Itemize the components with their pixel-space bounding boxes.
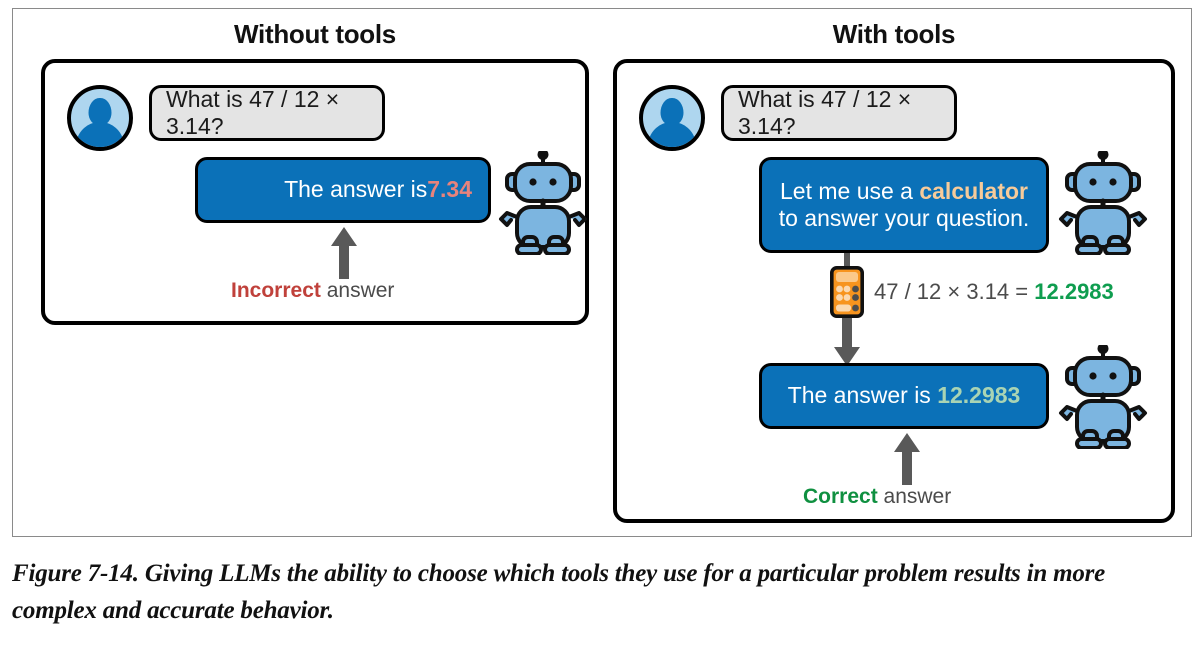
incorrect-emphasis: Incorrect xyxy=(231,279,321,302)
correct-rest: answer xyxy=(877,485,952,508)
robot-icon xyxy=(1057,343,1149,450)
avatar-head-shape xyxy=(660,98,684,125)
bot-tool-plan-bubble: Let me use a calculator to answer your q… xyxy=(759,157,1049,253)
avatar-head-shape xyxy=(88,98,112,125)
bot-final-value: 12.2983 xyxy=(937,382,1021,409)
panel-box-without-tools: What is 47 / 12 × 3.14? The answer is 7.… xyxy=(41,59,589,325)
arrow-up-icon xyxy=(892,433,922,485)
arrow-down-icon xyxy=(832,318,862,371)
avatar-body-shape xyxy=(76,122,124,147)
figure-frame: Without tools What is 47 / 12 × 3.14? Th… xyxy=(12,8,1192,537)
correct-answer-note: Correct answer xyxy=(803,485,951,509)
bot-plan-highlight: calculator xyxy=(919,177,1028,204)
robot-icon xyxy=(1057,149,1149,256)
bot-final-prefix: The answer is xyxy=(787,382,938,409)
user-message-bubble: What is 47 / 12 × 3.14? xyxy=(149,85,385,141)
tool-formula-text: 47 / 12 × 3.14 = 12.2983 xyxy=(874,279,1114,305)
user-message-bubble: What is 47 / 12 × 3.14? xyxy=(721,85,957,141)
bot-answer-text: The answer is xyxy=(284,176,428,203)
bot-answer-value: 7.34 xyxy=(427,176,472,203)
panel-title-without-tools: Without tools xyxy=(234,19,396,49)
bot-plan-line1-prefix: Let me use a xyxy=(779,177,920,204)
correct-emphasis: Correct xyxy=(803,485,878,508)
calculator-icon xyxy=(829,265,864,319)
arrow-up-icon xyxy=(329,227,359,279)
incorrect-answer-note: Incorrect answer xyxy=(231,279,394,303)
tool-expression: 47 / 12 × 3.14 = xyxy=(874,279,1035,304)
figure-caption: Figure 7-14. Giving LLMs the ability to … xyxy=(12,560,1106,624)
panel-title-with-tools: With tools xyxy=(832,19,956,49)
user-avatar-icon xyxy=(67,85,133,151)
bot-answer-bubble: The answer is 7.34 xyxy=(195,157,491,223)
panel-with-tools: With tools What is 47 / 12 × 3.14? Let m… xyxy=(613,19,1175,523)
tool-result: 12.2983 xyxy=(1034,279,1114,304)
robot-icon xyxy=(497,149,589,256)
incorrect-rest: answer xyxy=(320,279,395,302)
bot-plan-line2: to answer your question. xyxy=(778,205,1030,231)
tool-invocation-row: 47 / 12 × 3.14 = 12.2983 xyxy=(829,265,1114,319)
user-avatar-icon xyxy=(639,85,705,151)
avatar-body-shape xyxy=(648,122,696,147)
user-message-text: What is 47 / 12 × 3.14? xyxy=(166,85,340,139)
bot-final-answer-bubble: The answer is 12.2983 xyxy=(759,363,1049,429)
connector-line-top xyxy=(844,253,850,267)
panel-box-with-tools: What is 47 / 12 × 3.14? Let me use a cal… xyxy=(613,59,1175,523)
user-message-text: What is 47 / 12 × 3.14? xyxy=(738,85,912,139)
panel-without-tools: Without tools What is 47 / 12 × 3.14? Th… xyxy=(41,19,589,325)
